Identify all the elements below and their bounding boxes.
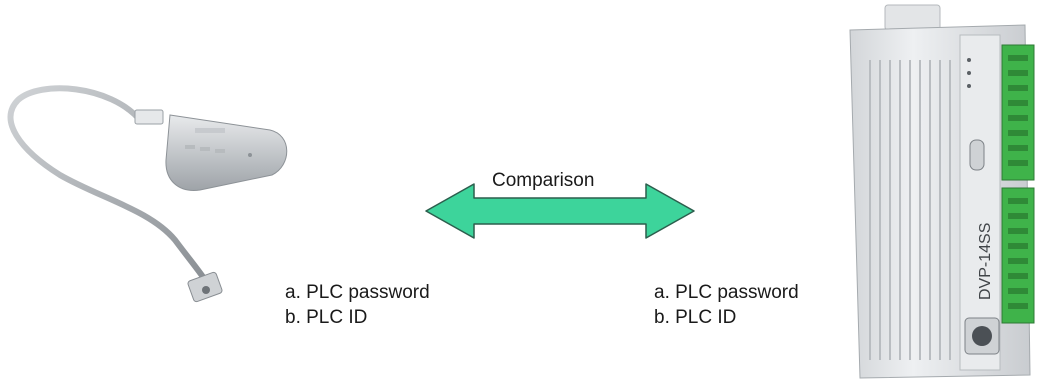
comparison-label: Comparison [492, 170, 595, 191]
double-arrow-icon [425, 183, 695, 239]
comparison-arrow [424, 182, 696, 240]
id-adapter-device [0, 80, 300, 305]
list-item: a. PLC password [285, 282, 430, 303]
list-item: a. PLC password [654, 282, 799, 303]
plc-module: DVP-14SS [830, 0, 1049, 382]
plc-model-text: DVP-14SS [977, 223, 994, 300]
list-item: b. PLC ID [285, 307, 368, 328]
plc-illustration: DVP-14SS [849, 4, 1035, 379]
plc-data-list: a. PLC password b. PLC ID [654, 280, 799, 330]
adapter-illustration [7, 85, 288, 303]
list-item: b. PLC ID [654, 307, 737, 328]
adapter-data-list: a. PLC password b. PLC ID [285, 280, 430, 330]
